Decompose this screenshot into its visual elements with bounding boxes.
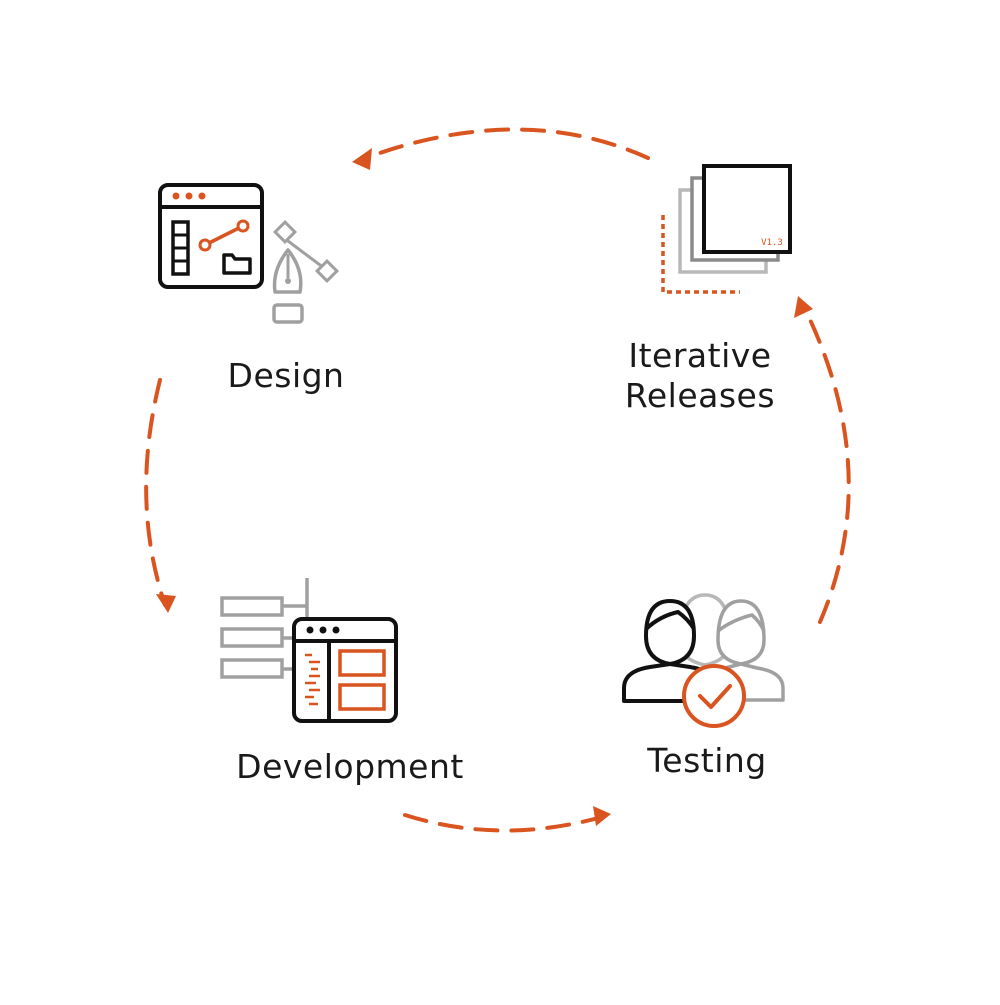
stage-label-iterative-line2: Releases bbox=[624, 376, 776, 415]
arrow-design-to-development-head bbox=[156, 594, 176, 613]
design-tools-icon bbox=[158, 183, 340, 324]
arrow-iterative-to-design-head bbox=[352, 148, 372, 170]
arrow-testing-to-iterative-head bbox=[794, 296, 813, 318]
arrow-development-to-testing-head bbox=[593, 806, 611, 826]
stage-label-iterative-line1: Iterative bbox=[628, 336, 772, 375]
stage-label-design: Design bbox=[227, 356, 345, 395]
stage-label-testing: Testing bbox=[647, 741, 767, 780]
stage-label-iterative-releases: Iterative Releases bbox=[595, 336, 805, 416]
code-window-icon bbox=[220, 578, 398, 723]
stage-label-development: Development bbox=[236, 747, 464, 786]
arrow-testing-to-iterative bbox=[801, 303, 851, 624]
users-check-icon bbox=[622, 593, 785, 728]
arrow-design-to-development bbox=[144, 378, 167, 607]
version-tag: V1.3 bbox=[761, 238, 783, 248]
arrow-iterative-to-design bbox=[358, 127, 650, 162]
arrow-development-to-testing bbox=[403, 813, 604, 833]
version-stack-icon: V1.3 bbox=[661, 164, 792, 294]
